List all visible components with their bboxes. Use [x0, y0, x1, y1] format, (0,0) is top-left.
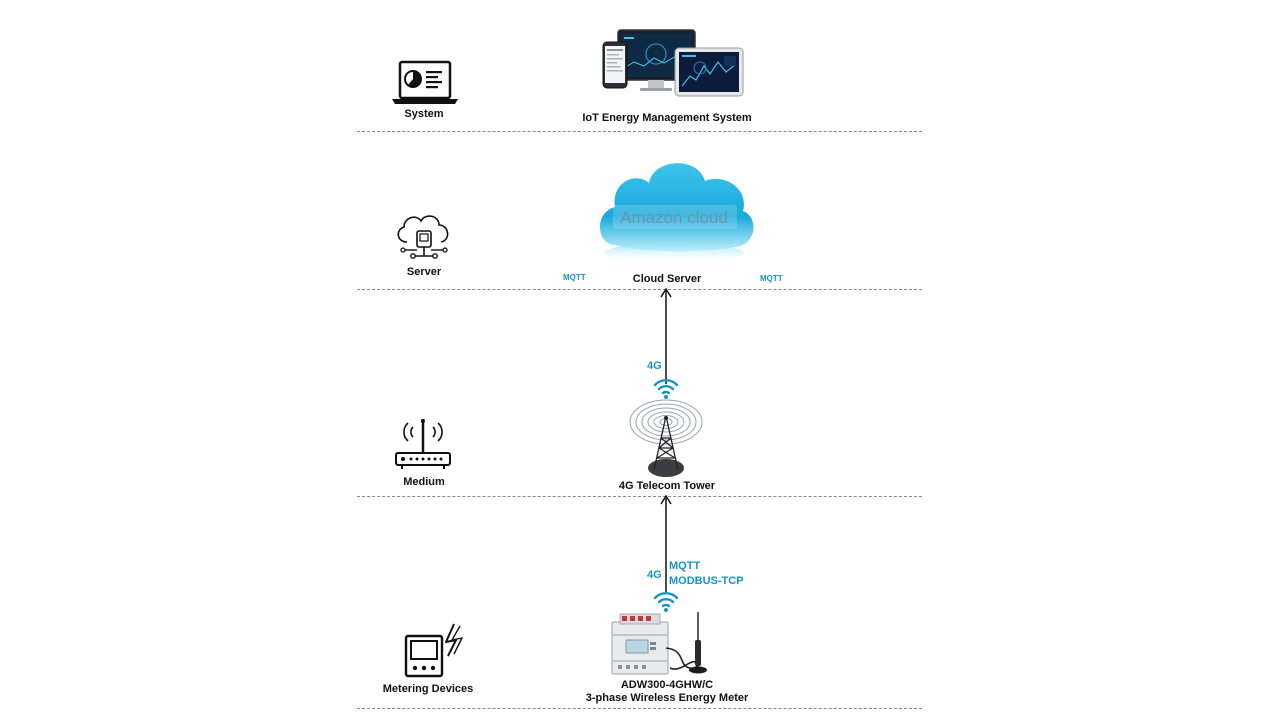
- uplink-arrow-upper: [660, 287, 672, 384]
- meter-icon: [404, 623, 463, 678]
- protocol-mqtt-left: MQTT: [563, 273, 586, 282]
- devices-image: [602, 29, 744, 97]
- divider-server: [357, 289, 922, 290]
- cloud-server-icon: [397, 215, 449, 259]
- divider-medium: [357, 496, 922, 497]
- node-label-iot-ems: IoT Energy Management System: [582, 112, 752, 124]
- telecom-tower-image: [629, 399, 703, 477]
- wifi-signal-icon: [653, 379, 679, 399]
- category-metering-devices: Metering Devices: [382, 683, 474, 695]
- amazon-cloud-image: [599, 163, 754, 263]
- node-label-cloud-server: Cloud Server: [632, 273, 702, 285]
- protocol-modbus-tcp: MODBUS-TCP: [669, 575, 744, 587]
- wifi-signal-icon: [653, 592, 679, 612]
- category-server: Server: [406, 266, 442, 278]
- category-system: System: [404, 108, 444, 120]
- node-label-telecom-tower: 4G Telecom Tower: [618, 480, 716, 492]
- category-medium: Medium: [403, 476, 445, 488]
- node-label-meter-desc: 3-phase Wireless Energy Meter: [585, 692, 749, 704]
- link-label-4g-lower: 4G: [647, 569, 662, 581]
- cloud-text: Amazon cloud: [620, 208, 728, 227]
- protocol-mqtt-lower: MQTT: [669, 560, 701, 572]
- protocol-mqtt-right: MQTT: [760, 274, 783, 283]
- node-label-meter-model: ADW300-4GHW/C: [620, 679, 714, 691]
- energy-meter-image: [611, 612, 707, 675]
- link-label-4g-upper: 4G: [647, 360, 662, 372]
- uplink-arrow-lower: [660, 494, 672, 592]
- router-icon: [395, 419, 451, 469]
- laptop-chart-icon: [392, 60, 458, 104]
- divider-metering: [357, 708, 922, 709]
- divider-system: [357, 131, 922, 132]
